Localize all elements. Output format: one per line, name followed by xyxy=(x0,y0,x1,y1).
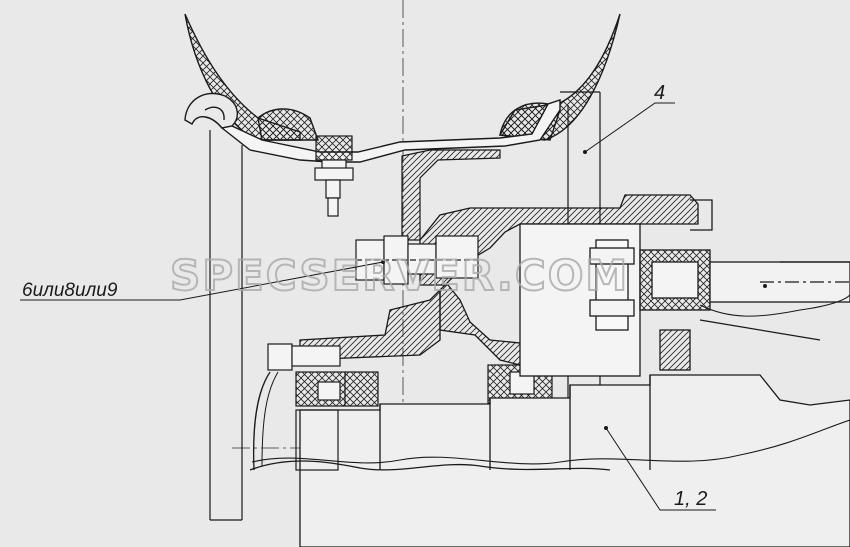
watermark: SPECSERVER.COM xyxy=(170,251,629,300)
label-fastener: 6или8или9 xyxy=(22,280,118,301)
wheel-stud xyxy=(355,235,479,285)
break-line-bottom xyxy=(251,419,850,465)
bearing-left xyxy=(295,371,379,407)
drive-assembly xyxy=(519,199,850,377)
brake-shield-inner xyxy=(261,371,279,467)
shaft-edge-lower xyxy=(699,319,821,341)
leader-lines xyxy=(20,102,716,511)
flange-screw xyxy=(267,343,341,371)
leader-dot-fastener xyxy=(381,260,385,264)
break-line-right xyxy=(699,294,850,317)
leader-dot-rim xyxy=(583,150,587,154)
brake-shield xyxy=(253,371,271,471)
label-wheel-rim: 4 xyxy=(654,82,665,104)
leader-dot-hub xyxy=(604,426,608,430)
tire xyxy=(184,13,621,141)
label-hub: 1, 2 xyxy=(674,488,707,510)
valve xyxy=(314,135,354,217)
leader-dot-shaft xyxy=(763,284,767,288)
hub-cap-ring xyxy=(295,409,339,471)
axle-spindle xyxy=(249,374,850,547)
